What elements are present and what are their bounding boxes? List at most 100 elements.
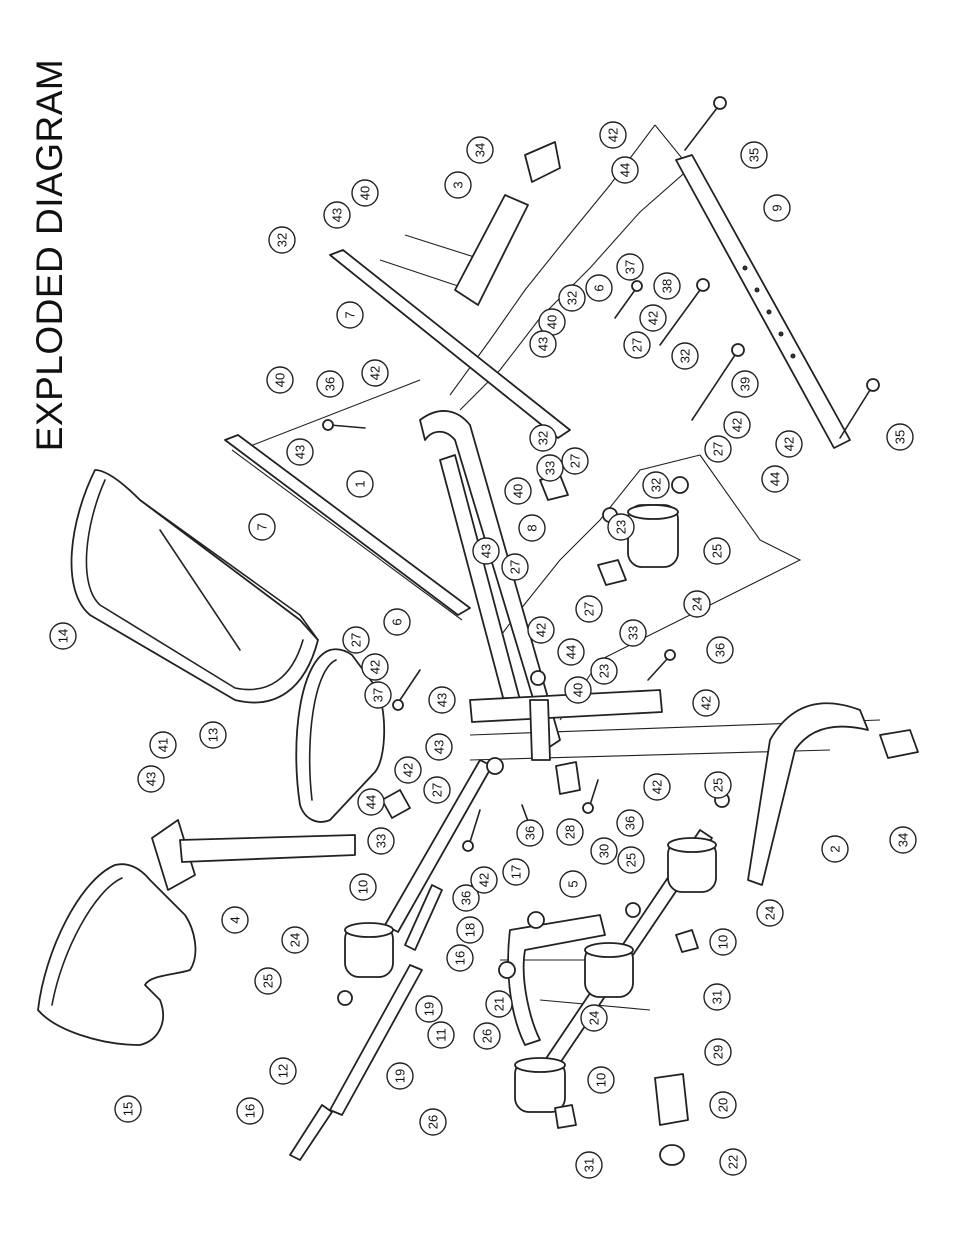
callout-27d: 27: [561, 447, 589, 475]
svg-text:31: 31: [710, 990, 725, 1004]
callout-28: 28: [556, 818, 584, 846]
callout-26a: 26: [473, 1022, 501, 1050]
callout-32e: 32: [642, 471, 670, 499]
foam-rollers: [344, 504, 717, 1113]
callout-30: 30: [590, 837, 618, 865]
svg-text:15: 15: [121, 1102, 136, 1116]
callout-1: 1: [346, 470, 374, 498]
svg-text:43: 43: [435, 693, 450, 707]
callout-43b: 43: [286, 438, 314, 466]
callout-34b: 34: [889, 826, 917, 854]
svg-text:29: 29: [711, 1045, 726, 1059]
svg-text:27: 27: [711, 442, 726, 456]
callout-17: 17: [502, 858, 530, 886]
svg-text:24: 24: [690, 597, 705, 611]
callout-25d: 25: [703, 537, 731, 565]
svg-text:25: 25: [711, 778, 726, 792]
svg-text:25: 25: [261, 974, 276, 988]
foam-roller: [667, 837, 717, 893]
svg-text:24: 24: [763, 906, 778, 920]
callout-43f: 43: [425, 733, 453, 761]
callout-44c: 44: [557, 638, 585, 666]
foam-roller: [584, 942, 634, 998]
seat-pad: [295, 648, 386, 823]
svg-text:33: 33: [543, 461, 558, 475]
callout-43a: 43: [323, 201, 351, 229]
svg-text:24: 24: [587, 1011, 602, 1025]
svg-text:44: 44: [564, 645, 579, 659]
svg-text:6: 6: [390, 618, 405, 625]
svg-text:27: 27: [582, 602, 597, 616]
svg-text:43: 43: [330, 208, 345, 222]
callout-19a: 19: [415, 995, 443, 1023]
callout-24d: 24: [683, 590, 711, 618]
svg-text:12: 12: [276, 1064, 291, 1078]
callout-11: 11: [427, 1021, 455, 1049]
callout-10b: 10: [709, 928, 737, 956]
svg-text:44: 44: [618, 163, 633, 177]
adjustment-bar: [675, 154, 851, 449]
svg-text:26: 26: [480, 1029, 495, 1043]
callout-6a: 6: [383, 608, 411, 636]
callout-27e: 27: [575, 595, 603, 623]
svg-text:43: 43: [144, 772, 159, 786]
svg-text:30: 30: [597, 844, 612, 858]
svg-text:43: 43: [432, 740, 447, 754]
callout-42e: 42: [470, 866, 498, 894]
callout-25c: 25: [617, 846, 645, 874]
svg-text:18: 18: [463, 923, 478, 937]
callout-36e: 36: [452, 884, 480, 912]
callout-27a: 27: [342, 626, 370, 654]
callout-20: 20: [709, 1091, 737, 1119]
callout-5: 5: [559, 870, 587, 898]
callout-42k: 42: [775, 430, 803, 458]
callout-38: 38: [653, 272, 681, 300]
callout-42a: 42: [599, 121, 627, 149]
callout-16b: 16: [236, 1097, 264, 1125]
svg-text:19: 19: [393, 1069, 408, 1083]
callout-44a: 44: [611, 156, 639, 184]
svg-text:42: 42: [699, 696, 714, 710]
lever-arm: [289, 884, 443, 1161]
svg-text:13: 13: [206, 728, 221, 742]
callout-24c: 24: [580, 1004, 608, 1032]
svg-text:36: 36: [523, 826, 538, 840]
svg-text:17: 17: [509, 865, 524, 879]
callout-42c: 42: [361, 653, 389, 681]
svg-text:32: 32: [536, 431, 551, 445]
callout-36c: 36: [616, 809, 644, 837]
svg-text:28: 28: [563, 825, 578, 839]
svg-text:42: 42: [730, 418, 745, 432]
callout-22: 22: [719, 1148, 747, 1176]
callout-40d: 40: [504, 477, 532, 505]
callout-35b: 35: [886, 423, 914, 451]
svg-text:36: 36: [459, 891, 474, 905]
svg-text:35: 35: [747, 148, 762, 162]
svg-text:10: 10: [594, 1073, 609, 1087]
callout-14: 14: [49, 622, 77, 650]
svg-text:43: 43: [293, 445, 308, 459]
callout-31a: 31: [703, 983, 731, 1011]
foam-roller: [627, 504, 679, 568]
back-pad: [70, 469, 319, 704]
svg-text:44: 44: [364, 795, 379, 809]
svg-text:42: 42: [477, 873, 492, 887]
svg-text:37: 37: [371, 688, 386, 702]
callout-2: 2: [821, 835, 849, 863]
svg-text:16: 16: [453, 951, 468, 965]
svg-text:34: 34: [473, 143, 488, 157]
callout-40b: 40: [266, 366, 294, 394]
callout-8: 8: [518, 514, 546, 542]
svg-text:40: 40: [511, 484, 526, 498]
svg-text:31: 31: [582, 1158, 597, 1172]
callout-23a: 23: [590, 657, 618, 685]
callout-43e: 43: [428, 686, 456, 714]
svg-text:27: 27: [349, 633, 364, 647]
callout-27g: 27: [704, 435, 732, 463]
callout-12: 12: [269, 1057, 297, 1085]
callout-25b: 25: [704, 771, 732, 799]
callout-41: 41: [149, 731, 177, 759]
callout-25a: 25: [254, 967, 282, 995]
callout-13: 13: [199, 721, 227, 749]
svg-text:43: 43: [479, 544, 494, 558]
